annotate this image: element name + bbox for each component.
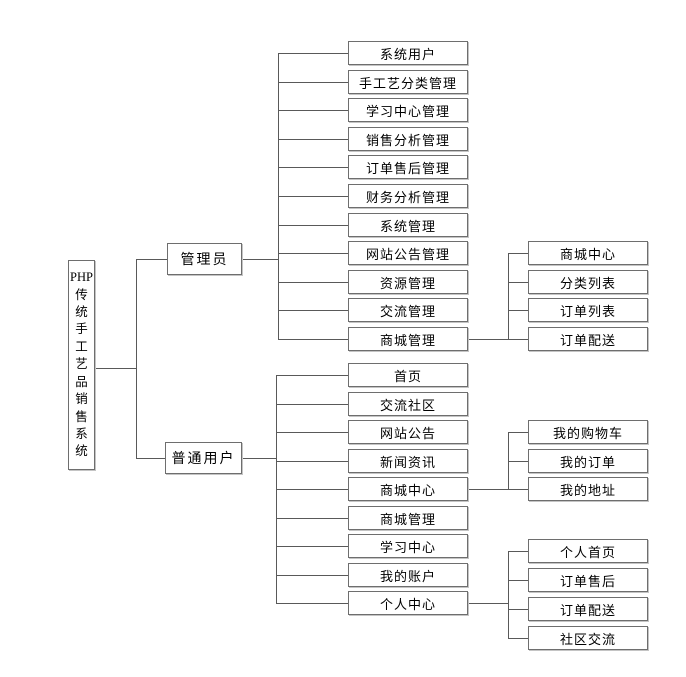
connector-line [242,259,278,260]
tree-node: 资源管理 [348,270,468,294]
root-node-label-line: 统 [75,444,88,459]
root-node-label-line: 售 [75,409,88,424]
connector-line [278,196,348,197]
tree-subnode: 订单列表 [528,298,648,322]
connector-line [276,404,348,405]
connector-line [508,282,528,283]
connector-line [278,339,348,340]
connector-line [278,53,348,54]
tree-node: 财务分析管理 [348,184,468,208]
root-node-label-line: 统 [75,305,88,320]
connector-line [508,339,528,340]
connector-line [95,368,136,369]
root-node-label-line: 手 [75,322,88,337]
connector-line [508,551,528,552]
root-node-label-line: 品 [75,374,88,389]
tree-subnode: 个人首页 [528,539,648,563]
connector-line [276,461,348,462]
tree-node: 销售分析管理 [348,127,468,151]
connector-line [468,603,508,604]
connector-line [508,253,509,339]
tree-node: 新闻资讯 [348,449,468,473]
tree-node: 我的账户 [348,563,468,587]
connector-line [276,432,348,433]
connector-line [136,259,167,260]
connector-line [508,432,528,433]
connector-line [508,489,528,490]
connector-line [508,638,528,639]
tree-node: 订单售后管理 [348,155,468,179]
tree-node: 学习中心 [348,534,468,558]
tree-node: 系统管理 [348,213,468,237]
connector-line [468,339,508,340]
connector-line [278,139,348,140]
tree-subnode: 订单配送 [528,327,648,351]
tree-node: 商城管理 [348,327,468,351]
connector-line [508,609,528,610]
tree-node: 交流管理 [348,298,468,322]
root-node-label-line: 艺 [75,357,88,372]
tree-subnode: 订单售后 [528,568,648,592]
tree-node: 商城中心 [348,477,468,501]
tree-subnode: 商城中心 [528,241,648,265]
tree-node: 系统用户 [348,41,468,65]
connector-line [468,489,508,490]
connector-line [278,82,348,83]
connector-line [278,167,348,168]
tree-subnode: 订单配送 [528,597,648,621]
connector-line [276,546,348,547]
tree-node: 学习中心管理 [348,98,468,122]
tree-subnode: 我的订单 [528,449,648,473]
connector-line [508,551,509,638]
branch-node: 管理员 [167,243,242,275]
connector-line [278,310,348,311]
connector-line [276,375,348,376]
connector-line [278,282,348,283]
connector-line [508,432,509,489]
connector-line [136,259,137,458]
connector-line [278,253,348,254]
branch-node: 普通用户 [165,442,242,474]
root-node-label-line: 工 [75,339,88,354]
connector-line [276,575,348,576]
tree-subnode: 社区交流 [528,626,648,650]
connector-line [278,225,348,226]
tree-subnode: 我的购物车 [528,420,648,444]
tree-node: 网站公告 [348,420,468,444]
tree-node: 交流社区 [348,392,468,416]
connector-line [278,110,348,111]
tree-node: 网站公告管理 [348,241,468,265]
connector-line [508,310,528,311]
root-node-label-line: PHP [70,270,93,285]
root-node-label-line: 系 [75,426,88,441]
tree-subnode: 分类列表 [528,270,648,294]
root-node-label-line: 销 [75,392,88,407]
tree-node: 个人中心 [348,591,468,615]
root-node-label-line: 传 [75,287,88,302]
connector-line [508,580,528,581]
tree-node: 手工艺分类管理 [348,70,468,94]
connector-line [242,458,276,459]
connector-line [276,603,348,604]
connector-line [508,253,528,254]
connector-line [276,489,348,490]
connector-line [276,518,348,519]
tree-subnode: 我的地址 [528,477,648,501]
tree-node: 首页 [348,363,468,387]
connector-line [508,461,528,462]
connector-line [136,458,165,459]
tree-node: 商城管理 [348,506,468,530]
